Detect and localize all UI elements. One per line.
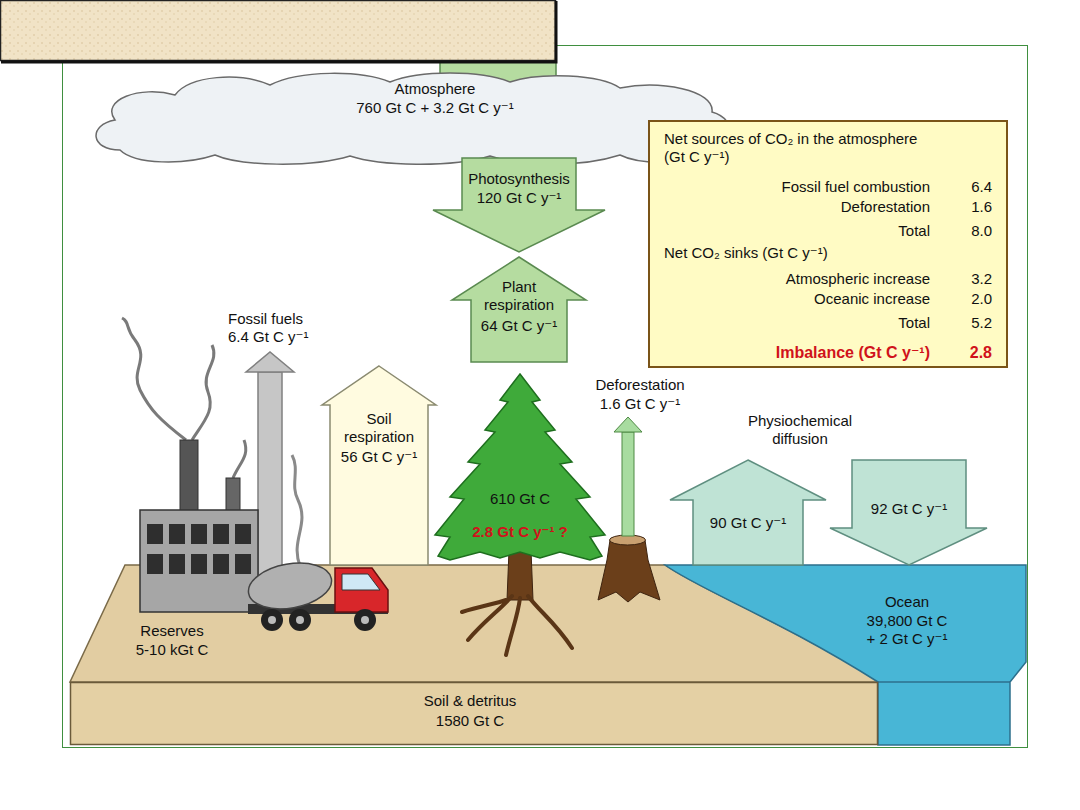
- mixer-drum: [245, 557, 335, 615]
- wheel-hub: [361, 616, 369, 624]
- flow-arrow-part: [670, 460, 826, 565]
- flow-label: 1.6 Gt C y⁻¹: [580, 395, 700, 413]
- wheel-hub: [296, 616, 304, 624]
- chimney: [180, 440, 198, 512]
- node-text: 90 Gt C y⁻¹: [693, 514, 803, 532]
- node-text: Oceanic increase: [660, 290, 930, 308]
- node-text: Fossil fuel combustion: [660, 178, 930, 196]
- wheel-hub: [268, 616, 276, 624]
- atmosphere-cloud: Atmosphere760 Gt C + 3.2 Gt C y⁻¹: [86, 66, 746, 170]
- smoke-line: [122, 318, 186, 440]
- node-text: Net CO₂ sinks (Gt C y⁻¹): [664, 244, 964, 262]
- node-text: Photosynthesis: [461, 170, 577, 188]
- node-text: 2.0: [942, 290, 992, 308]
- flow-label: Deforestation: [580, 376, 700, 394]
- factory-window: [213, 554, 229, 574]
- flow-arrow: 92 Gt C y⁻¹: [829, 458, 988, 566]
- node-text: 120 Gt C y⁻¹: [461, 189, 577, 207]
- node-text: Atmospheric increase: [660, 270, 930, 288]
- factory-window: [191, 554, 207, 574]
- frame-border: [63, 46, 1028, 748]
- tree-shape-part: [462, 596, 572, 655]
- truck-cab: [335, 568, 388, 612]
- node-text: 3.2: [942, 270, 992, 288]
- node-text: 92 Gt C y⁻¹: [854, 500, 964, 518]
- node-text: 760 Gt C + 3.2 Gt C y⁻¹: [285, 99, 585, 117]
- factory-window: [169, 524, 185, 544]
- node-text: Imbalance (Gt C y⁻¹): [660, 344, 930, 362]
- factory-window: [147, 524, 163, 544]
- flow-label: Fossil fuels: [228, 310, 338, 328]
- node-text: Ocean: [847, 593, 967, 611]
- node-text: Atmosphere: [285, 80, 585, 98]
- node-text: 5.2: [942, 314, 992, 332]
- node-text: 64 Gt C y⁻¹: [471, 317, 567, 335]
- flow-arrow: 90 Gt C y⁻¹: [669, 458, 827, 566]
- factory-building: [140, 510, 258, 612]
- node-text: Plant respiration: [474, 278, 564, 314]
- tree-shape-part: [507, 550, 533, 600]
- truck-window: [342, 574, 380, 590]
- node-text: 1580 Gt C: [370, 712, 570, 730]
- flow-label: Physiochemical diffusion: [735, 412, 865, 448]
- soil-band: Soil & detritus 1580 Gt C: [70, 682, 878, 745]
- chimney: [226, 478, 240, 512]
- atmosphere-cloud-part: [96, 73, 730, 164]
- node-text: Total: [660, 222, 930, 240]
- node-text: 2.8 Gt C y⁻¹ ?: [450, 523, 590, 541]
- truck-wheel: [354, 609, 376, 631]
- fossil-arrow-head: [246, 352, 294, 372]
- tree-shape-outline: [430, 370, 610, 662]
- node-text: Soil & detritus: [370, 692, 570, 710]
- node-text: 610 Gt C: [465, 490, 575, 508]
- factory-window: [235, 554, 251, 574]
- smoke-line: [292, 455, 302, 566]
- flow-arrow-part: [830, 460, 987, 565]
- ocean-region-part: [878, 681, 1010, 683]
- truck-wheel: [289, 609, 311, 631]
- node-text: Soil respiration: [334, 410, 424, 446]
- factory-window: [191, 524, 207, 544]
- tree-shape: 610 Gt C 2.8 Gt C y⁻¹ ?: [430, 370, 610, 662]
- flow-arrow: Photosynthesis120 Gt C y⁻¹: [432, 156, 606, 254]
- deforestation-arrow-shaft: [622, 432, 634, 536]
- node-text: 1.6: [942, 198, 992, 216]
- node-text: Reserves: [117, 622, 227, 640]
- soil-band-part: [71, 683, 878, 745]
- flow-arrow: Plant respiration 64 Gt C y⁻¹: [451, 255, 587, 364]
- title-box: [1, 1, 556, 61]
- node-text: 56 Gt C y⁻¹: [331, 448, 427, 466]
- flow-arrow-part: [433, 158, 605, 252]
- fossil-arrow-shaft: [258, 372, 282, 580]
- smoke-line: [233, 440, 246, 478]
- node-text: 8.0: [942, 222, 992, 240]
- flow-arrow-part: [452, 257, 586, 362]
- truck-wheel: [261, 609, 283, 631]
- title-box-shadow: [1, 1, 556, 62]
- node-text: Net sources of CO₂ in the atmosphere (Gt…: [664, 130, 932, 166]
- node-text: Deforestation: [660, 198, 930, 216]
- factory-window: [169, 554, 185, 574]
- tree-shape-part: [435, 374, 605, 560]
- flow-arrow: Soil respiration 56 Gt C y⁻¹: [321, 364, 437, 566]
- factory-window: [147, 554, 163, 574]
- flow-label: 6.4 Gt C y⁻¹: [228, 328, 338, 346]
- node-text: 2.8: [942, 344, 992, 362]
- flow-arrow-part: [322, 366, 436, 565]
- tree-stump: [598, 540, 660, 602]
- smoke-line: [192, 345, 214, 440]
- node-text: 6.4: [942, 178, 992, 196]
- deforestation-arrow-head: [614, 417, 642, 432]
- factory-window: [235, 524, 251, 544]
- flow-arrow-outline: [669, 458, 827, 566]
- node-text: Total: [660, 314, 930, 332]
- node-text: 5-10 kGt C: [117, 641, 227, 659]
- factory-window: [213, 524, 229, 544]
- budget-table: Net sources of CO₂ in the atmosphere (Gt…: [648, 120, 1008, 368]
- node-text: 39,800 Gt C + 2 Gt C y⁻¹: [863, 612, 951, 648]
